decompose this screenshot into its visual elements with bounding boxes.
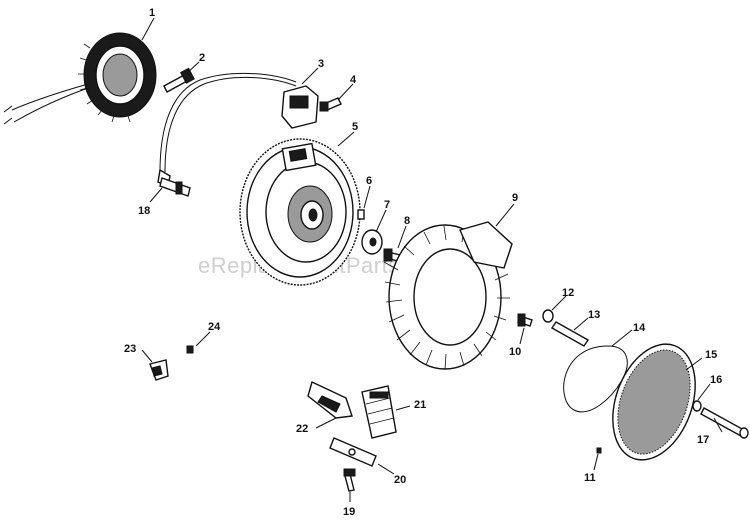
- retaining-ring: [563, 345, 628, 413]
- callout-22: 22: [296, 423, 308, 435]
- callout-15: 15: [705, 349, 717, 361]
- callout-10: 10: [509, 346, 521, 358]
- spark-plug: [159, 177, 191, 197]
- callout-2: 2: [199, 52, 205, 64]
- callout-9: 9: [512, 192, 518, 204]
- callout-6: 6: [366, 175, 372, 187]
- callout-18: 18: [138, 205, 150, 217]
- callout-24: 24: [208, 321, 221, 333]
- callout-16: 16: [710, 374, 722, 386]
- leader-lines: [141, 17, 723, 502]
- flywheel: [239, 138, 361, 286]
- screen-nut: [692, 400, 702, 412]
- callout-20: 20: [394, 474, 406, 486]
- ground-bracket: [329, 437, 377, 467]
- callout-8: 8: [404, 215, 410, 227]
- wire-clip: [149, 359, 169, 381]
- spacer-washer: [542, 309, 554, 323]
- fan-screw: [517, 313, 533, 327]
- washer: [361, 229, 383, 255]
- callout-14: 14: [633, 322, 646, 334]
- callout-17: 17: [697, 434, 709, 446]
- flywheel-key: [357, 209, 365, 220]
- callout-13: 13: [588, 309, 600, 321]
- wire-harness: [307, 381, 353, 419]
- callout-12: 12: [562, 287, 574, 299]
- callout-5: 5: [352, 121, 358, 133]
- spacer: [550, 321, 590, 347]
- rectifier-regulator: [361, 385, 397, 439]
- module-screw: [319, 97, 342, 112]
- rectifier-screw: [343, 468, 356, 492]
- stator: [3, 32, 157, 125]
- fan: [383, 221, 513, 370]
- clip-nut: [186, 345, 194, 354]
- callout-3: 3: [318, 58, 324, 70]
- callout-4: 4: [350, 74, 357, 86]
- callout-1: 1: [149, 7, 155, 19]
- ignition-module: [157, 73, 319, 187]
- callout-labels: 1 2 3 4 5 6 7 8 9 10 11 12 13 14 15 16 1…: [124, 7, 722, 518]
- callout-7: 7: [384, 199, 390, 211]
- callout-23: 23: [124, 343, 136, 355]
- callout-19: 19: [343, 506, 355, 518]
- grass-screen: [612, 343, 696, 461]
- callout-11: 11: [584, 472, 596, 484]
- stator-bolt: [163, 67, 195, 93]
- callout-21: 21: [414, 399, 426, 411]
- screen-bolt: [700, 407, 749, 439]
- pin: [596, 447, 602, 454]
